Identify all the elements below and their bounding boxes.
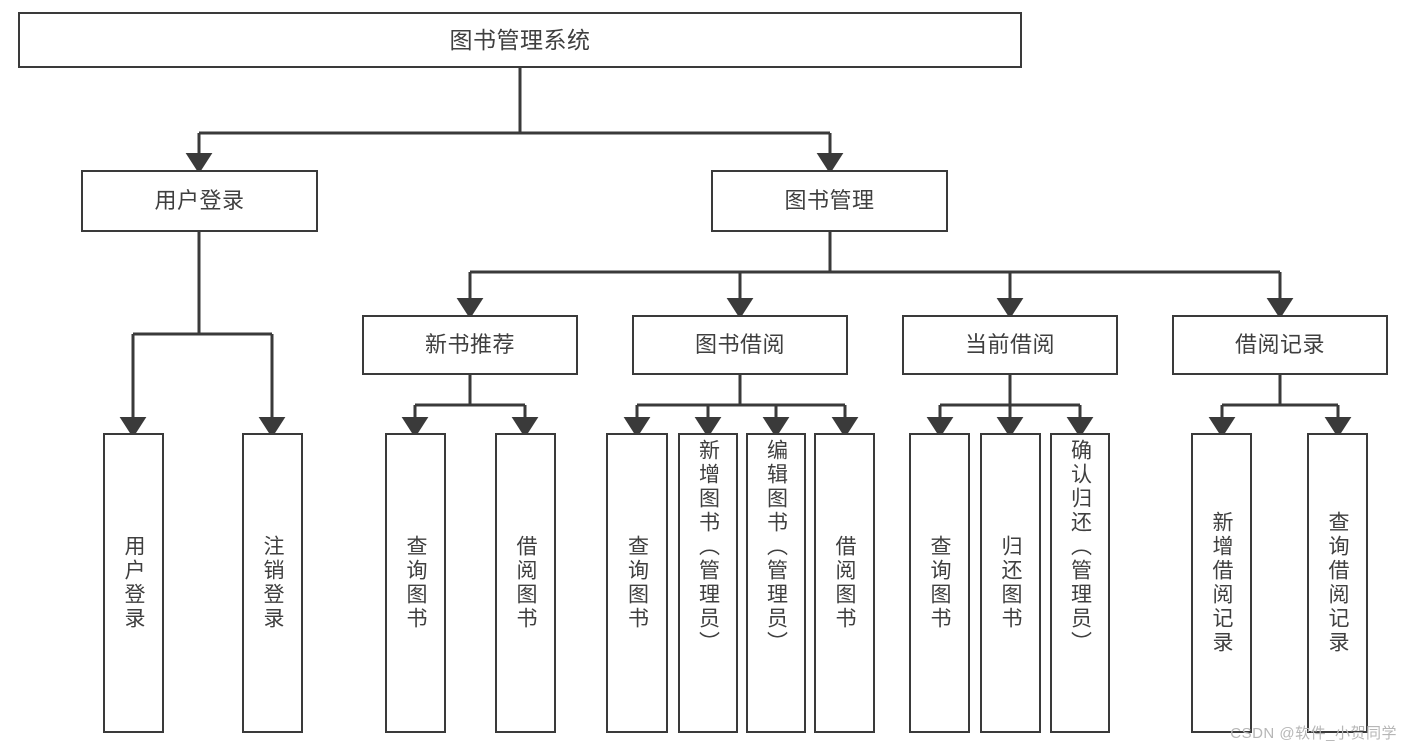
leaf-edit-book-admin[interactable]: 编辑图书（管理员）	[746, 433, 806, 733]
leaf-add-borrow-record[interactable]: 新增借阅记录	[1191, 433, 1252, 733]
node-label: 借阅图书	[514, 535, 537, 631]
node-root-book-management-system[interactable]: 图书管理系统	[18, 12, 1022, 68]
node-label: 新增借阅记录	[1210, 511, 1233, 655]
leaf-query-book-new-recommend[interactable]: 查询图书	[385, 433, 446, 733]
leaf-return-book[interactable]: 归还图书	[980, 433, 1041, 733]
node-label: 查询图书	[625, 535, 649, 631]
leaf-add-book-admin[interactable]: 新增图书（管理员）	[678, 433, 738, 733]
node-user-login[interactable]: 用户登录	[81, 170, 318, 232]
node-book-borrow[interactable]: 图书借阅	[632, 315, 848, 375]
leaf-query-book-current[interactable]: 查询图书	[909, 433, 970, 733]
node-label: 借阅记录	[1234, 332, 1325, 358]
node-label: 归还图书	[999, 535, 1022, 631]
node-current-borrow[interactable]: 当前借阅	[902, 315, 1118, 375]
node-label: 查询图书	[928, 535, 951, 631]
leaf-logout-login[interactable]: 注销登录	[242, 433, 303, 733]
node-new-book-recommend[interactable]: 新书推荐	[362, 315, 578, 375]
leaf-borrow-book-new-recommend[interactable]: 借阅图书	[495, 433, 556, 733]
leaf-confirm-return-admin[interactable]: 确认归还（管理员）	[1050, 433, 1110, 733]
node-label: 当前借阅	[964, 332, 1055, 358]
node-label: 用户登录	[154, 188, 245, 214]
node-label: 确认归还（管理员）	[1068, 439, 1092, 655]
leaf-query-book-borrow[interactable]: 查询图书	[606, 433, 668, 733]
node-label: 借阅图书	[833, 535, 856, 631]
node-label: 新书推荐	[424, 332, 515, 358]
node-label: 编辑图书（管理员）	[764, 439, 788, 655]
node-label: 图书管理系统	[449, 26, 591, 53]
leaf-borrow-book-borrow[interactable]: 借阅图书	[814, 433, 875, 733]
node-label: 图书借阅	[694, 332, 785, 358]
node-borrow-record[interactable]: 借阅记录	[1172, 315, 1388, 375]
leaf-user-login[interactable]: 用户登录	[103, 433, 164, 733]
leaf-query-borrow-record[interactable]: 查询借阅记录	[1307, 433, 1368, 733]
node-label: 查询借阅记录	[1326, 511, 1349, 655]
node-book-management[interactable]: 图书管理	[711, 170, 948, 232]
node-label: 查询图书	[404, 535, 427, 631]
node-label: 注销登录	[261, 535, 284, 631]
csdn-watermark: CSDN @软件_小贺同学	[1230, 725, 1397, 742]
node-label: 图书管理	[784, 188, 875, 214]
node-label: 用户登录	[122, 535, 145, 631]
node-label: 新增图书（管理员）	[696, 439, 720, 655]
